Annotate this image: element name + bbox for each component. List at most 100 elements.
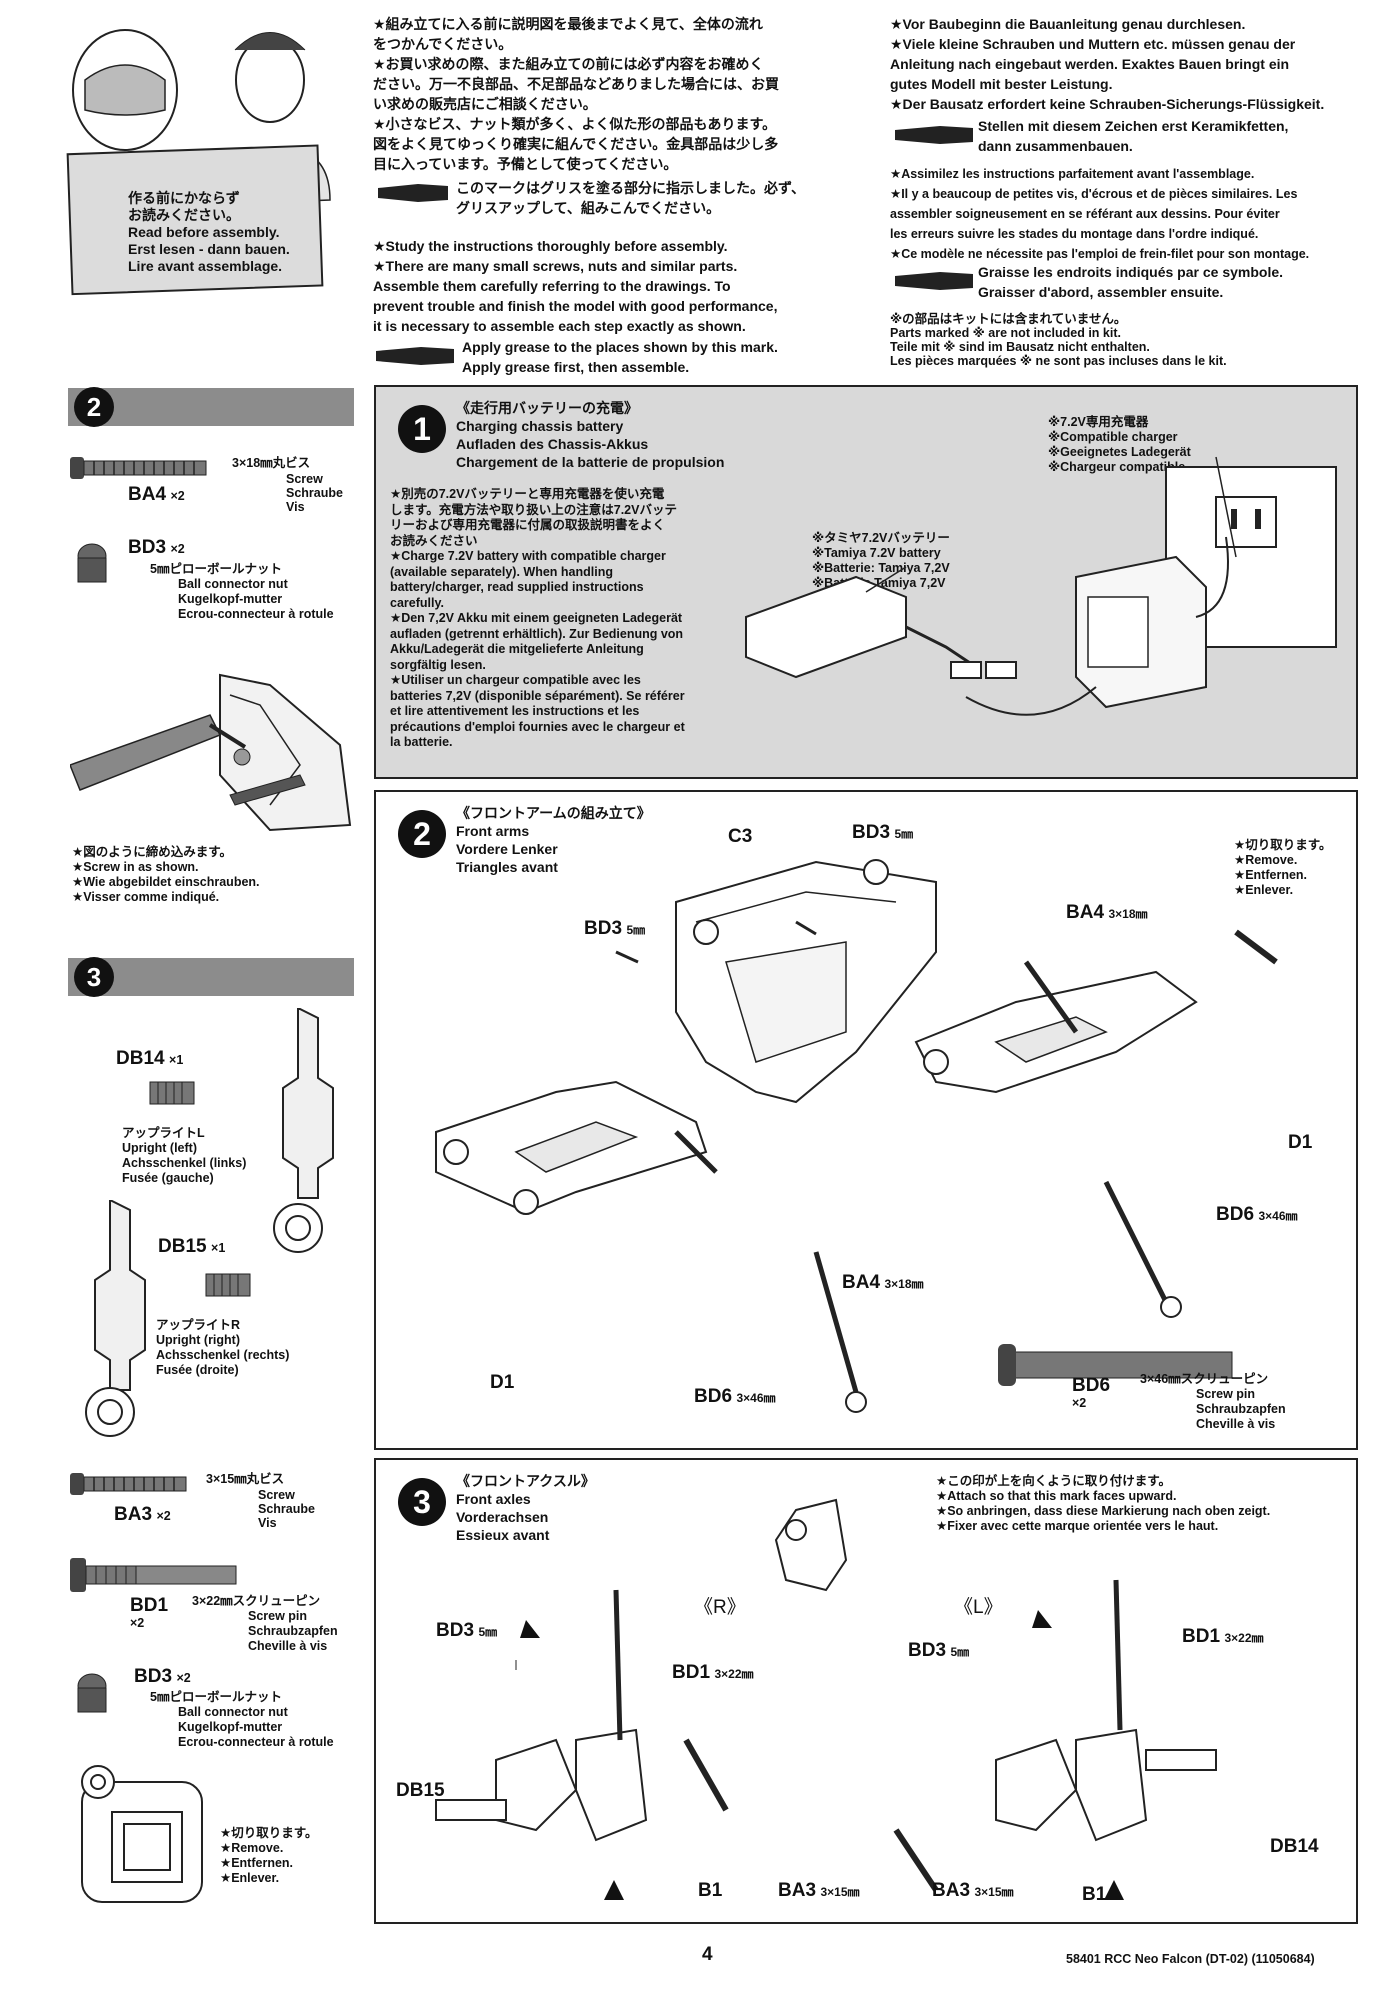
title-line: Front axles <box>456 1491 531 1507</box>
part-name: Cheville à vis <box>248 1639 328 1653</box>
note-line: ★図のように締め込みます。 <box>72 845 232 859</box>
part-qty: ×2 <box>1072 1396 1087 1410</box>
upright-mark-illustration <box>81 1765 203 1903</box>
note-line: ★So anbringen, dass diese Markierung nac… <box>936 1504 1271 1518</box>
grease-tube-icon <box>895 126 973 144</box>
part-name: Achsschenkel (rechts) <box>156 1348 290 1362</box>
sign-line: 作る前にかならず <box>128 190 240 206</box>
body-line: précautions d'emploi fournies avec le ch… <box>390 719 685 734</box>
grease-tube-icon <box>376 347 454 365</box>
title-line: Charging chassis battery <box>456 418 624 434</box>
part-code: BD6 <box>1216 1204 1255 1225</box>
bd3-names: 5㎜ピローボールナット Ball connector nut Kugelkopf… <box>150 1690 334 1750</box>
part-name: Schraube <box>258 1502 315 1516</box>
bd3-label: BD3 ×2 <box>128 537 185 559</box>
grease-line: グリスアップして、組みこんでください。 <box>456 200 721 216</box>
note-line: ★Entfernen. <box>1234 868 1308 882</box>
part-code: BD6 <box>1072 1375 1111 1396</box>
part-size: 3×22㎜ <box>714 1667 754 1681</box>
part-name: Screw pin <box>1196 1387 1256 1401</box>
mechanics-cartoon-illustration <box>66 29 331 296</box>
b1-l-label: B1 <box>1082 1884 1107 1905</box>
note-line: ★Screw in as shown. <box>72 860 199 874</box>
part-code: BA3 <box>114 1504 153 1525</box>
part-size: 3×18㎜ <box>884 1277 924 1291</box>
part-name: Ecrou-connecteur à rotule <box>178 1735 334 1749</box>
instr-line: ★小さなビス、ナット類が多く、よく似た形の部品もあります。 <box>373 116 777 132</box>
part-code: BD3 <box>908 1640 947 1661</box>
instructions-en: ★Study the instructions thoroughly befor… <box>373 236 777 336</box>
screw-ba3-icon <box>70 1473 187 1495</box>
body-line: ★Den 7,2V Akku mit einem geeigneten Lade… <box>390 611 683 625</box>
body-line: la batterie. <box>390 735 453 749</box>
label-line: ※7.2V専用充電器 <box>1048 415 1149 429</box>
step-number-badge: 1 <box>398 405 446 453</box>
step3-panel: 3 《フロントアクスル》 Front axles Vorderachsen Es… <box>374 1458 1358 1924</box>
note-line: ★Wie abgebildet einschrauben. <box>72 875 260 889</box>
part-size: 5㎜ <box>626 923 646 937</box>
step-number-badge: 3 <box>74 957 114 997</box>
part-name: Screw <box>258 1488 295 1502</box>
note-line: ★Attach so that this mark faces upward. <box>936 1489 1177 1503</box>
ba4-right-label: BA4 3×18㎜ <box>1066 902 1148 924</box>
ba4-names: Screw Schraube Vis <box>286 472 343 514</box>
part-qty: ×1 <box>211 1241 226 1255</box>
grease-line: Graisser d'abord, assembler ensuite. <box>978 284 1224 300</box>
step1-panel: 1 《走行用バッテリーの充電》 Charging chassis battery… <box>374 385 1358 779</box>
grease-tube-icon <box>895 272 973 290</box>
ball-nut-bd3-icon <box>77 543 107 583</box>
part-name: Upright (right) <box>156 1333 241 1347</box>
body-line: ★Utiliser un chargeur compatible avec le… <box>390 673 641 687</box>
label-line: ※Compatible charger <box>1048 430 1178 444</box>
part-name: Ball connector nut <box>178 577 288 591</box>
grease-line: dann zusammenbauen. <box>978 138 1133 154</box>
note-line: ★Entfernen. <box>220 1856 294 1870</box>
kit-code: 58401 RCC Neo Falcon (DT-02) (11050684) <box>1066 1952 1315 1966</box>
part-name: Screw pin <box>248 1609 308 1623</box>
part-name: アップライトR <box>156 1318 241 1332</box>
body-line: aufladen (getrennt erhältlich). Zur Bedi… <box>390 626 684 641</box>
part-code: BA4 <box>1066 902 1105 923</box>
instr-line: Anleitung nach eingebaut werden. Exaktes… <box>890 56 1290 72</box>
upright-stub-icon <box>205 1273 251 1297</box>
step-number-badge: 3 <box>398 1478 446 1526</box>
title-line: Aufladen des Chassis-Akkus <box>456 436 649 452</box>
note-line: ★Remove. <box>220 1841 284 1855</box>
bd1-label: BD1 ×2 <box>130 1596 168 1631</box>
instr-line: prevent trouble and finish the model wit… <box>373 298 778 314</box>
d1-right-label: D1 <box>1288 1132 1313 1153</box>
title-line: 《フロントアームの組み立て》 <box>456 805 651 821</box>
grease-line: Apply grease to the places shown by this… <box>462 339 778 355</box>
upright-right-icon <box>85 1200 146 1437</box>
charger-label: ※7.2V専用充電器 ※Compatible charger ※Geeignet… <box>1048 415 1191 475</box>
bd1-names: 3×22㎜スクリューピン Screw pin Schraubzapfen Che… <box>192 1594 338 1654</box>
bd3-top-label: BD3 5㎜ <box>852 822 913 844</box>
grease-note-fr: Graisse les endroits indiqués par ce sym… <box>978 262 1283 302</box>
part-qty: ×2 <box>170 489 185 503</box>
grease-note-ja: このマークはグリスを塗る部分に指示しました。必ず、 グリスアップして、組みこんで… <box>456 178 805 218</box>
screwdriver-illustration <box>70 673 352 832</box>
step-number-badge: 2 <box>74 387 114 427</box>
part-name: Ball connector nut <box>178 1705 288 1719</box>
label-line: ※Tamiya 7.2V battery <box>812 546 941 560</box>
body-line: sorgfältig lesen. <box>390 657 486 672</box>
part-name: Fusée (gauche) <box>122 1171 214 1185</box>
grease-tube-icon <box>378 184 448 202</box>
part-name: Upright (left) <box>122 1141 197 1155</box>
instr-line: ★Der Bausatz erfordert keine Schrauben-S… <box>890 96 1325 112</box>
mark-note: ★この印が上を向くように取り付けます。 ★Attach so that this… <box>936 1474 1270 1534</box>
b1-r-label: B1 <box>698 1880 723 1901</box>
instr-line: it is necessary to assemble each step ex… <box>373 318 746 334</box>
part-code: BD3 <box>128 537 167 558</box>
front-axles-assembly-illustration <box>435 1498 1217 1900</box>
instr-line: ★Il y a beaucoup de petites vis, d'écrou… <box>890 187 1298 201</box>
note-line: ※の部品はキットには含まれていません。 <box>890 312 1127 326</box>
instr-line: ★Ce modèle ne nécessite pas l'emploi de … <box>890 247 1310 261</box>
ba3-r-label: BA3 3×15㎜ <box>778 1880 860 1902</box>
note-line: ★Enlever. <box>1234 883 1294 897</box>
instr-line: ★Study the instructions thoroughly befor… <box>373 238 728 254</box>
title-line: Vorderachsen <box>456 1509 549 1525</box>
part-name: Kugelkopf-mutter <box>178 1720 283 1734</box>
part-code: BA3 <box>778 1880 817 1901</box>
ba3-label: BA3 ×2 <box>114 1504 171 1526</box>
